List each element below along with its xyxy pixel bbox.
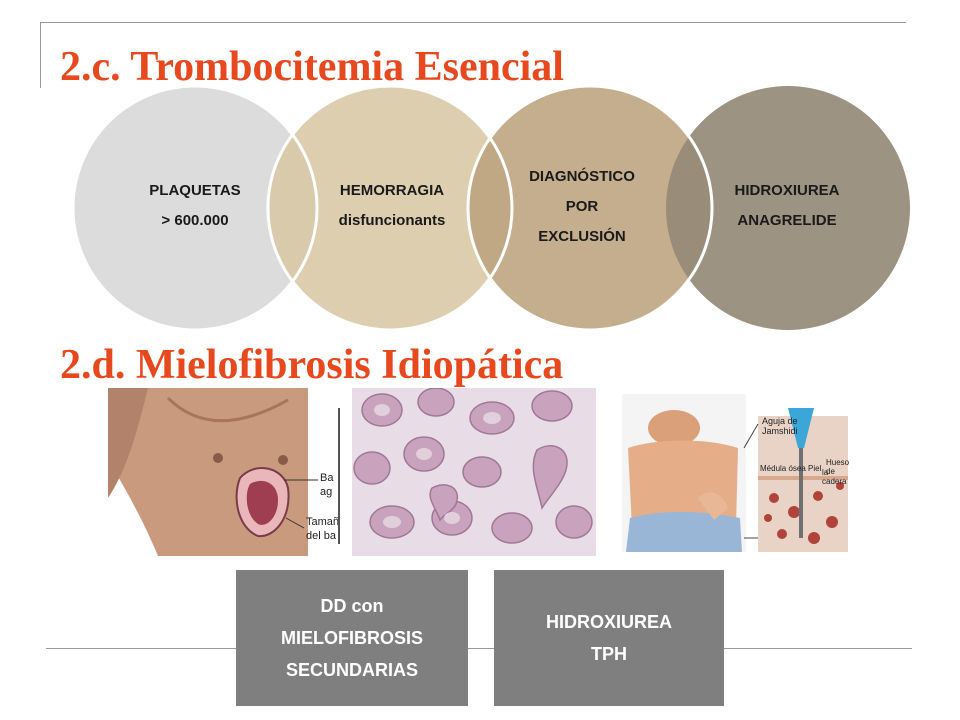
torso-label-ag: ag (320, 486, 333, 498)
left-rule (40, 22, 41, 88)
title-trombocitemia: 2.c. Trombocitemia Esencial (60, 44, 564, 90)
marrow-label-medula: Médula ósea (760, 464, 806, 473)
bottom-rule-right (724, 648, 912, 649)
title-mielofibrosis: 2.d. Mielofibrosis Idiopática (60, 342, 564, 388)
circle-diagnostico (468, 86, 712, 330)
torso-label-tamano: Tamañ (306, 516, 340, 528)
bottom-rule-left (46, 648, 236, 649)
torso-label-del-ba: del ba (306, 530, 336, 542)
bottom-rule-middle (468, 648, 494, 649)
circle-label-plaquetas: PLAQUETAS> 600.000 (149, 182, 241, 229)
torso-label-ba: Ba (320, 472, 334, 484)
top-rule (40, 22, 906, 23)
marrow-label-hueso: Hueso de (826, 458, 850, 476)
circle-hemorragia (268, 86, 512, 330)
circle-plaquetas (73, 86, 317, 330)
marrow-label-piel: Piel (808, 464, 822, 473)
marrow-label-cadera: la cadera (822, 468, 847, 486)
circles-diagram (71, 84, 910, 332)
torso-divider (338, 408, 340, 544)
torso-spleen-image: Ba ag Tamañ del ba (108, 388, 340, 556)
circle-hidroxiurea (666, 86, 910, 330)
marrow-label-jamshidi: Jamshidi (762, 426, 798, 436)
marrow-label-aguja: Aguja de (762, 416, 798, 426)
marrow-biopsy-image: Aguja de Jamshidi Médula ósea Piel Hueso… (618, 388, 852, 556)
blood-smear-image (352, 388, 596, 556)
